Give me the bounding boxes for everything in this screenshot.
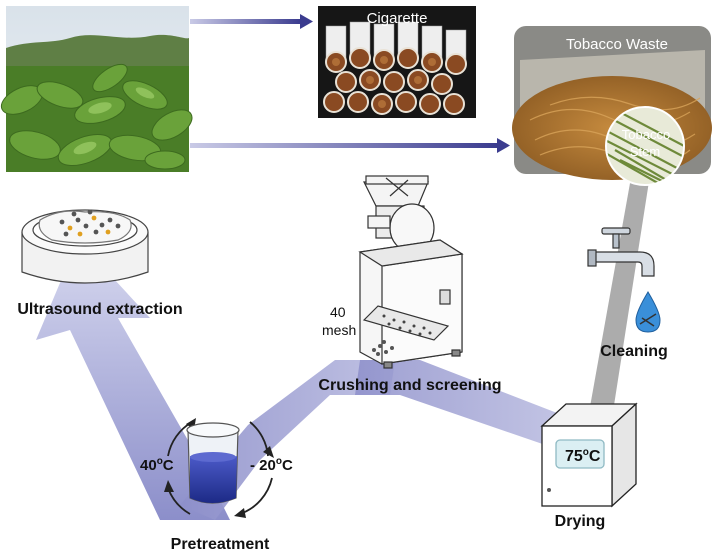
- ultrasound-extraction-label: Ultrasound extraction: [17, 301, 182, 318]
- water-drop-icon: [635, 291, 661, 333]
- mesh-value-label: 40: [330, 304, 346, 320]
- crushing-screening-label: Crushing and screening: [318, 377, 501, 394]
- mesh-unit-label: mesh: [322, 322, 356, 338]
- cigarette-label: Cigarette: [367, 10, 428, 27]
- arrow-field-to-cigarette: [190, 14, 313, 29]
- oven-temperature-value: 75oC: [565, 447, 601, 465]
- oven-icon: [540, 402, 638, 508]
- tobacco-stem-photo: [605, 106, 685, 186]
- pretreatment-hot-temp: 40oC: [140, 456, 174, 474]
- arrow-field-to-waste: [190, 138, 510, 153]
- tobacco-field-photo: [0, 6, 193, 172]
- tobacco-stem-label-line1: Tobacco: [622, 127, 670, 142]
- pretreatment-cold-temp: - 20oC: [250, 456, 293, 474]
- tobacco-waste-label: Tobacco Waste: [566, 36, 668, 53]
- cigarette-photo: [318, 6, 476, 118]
- faucet-icon: [587, 227, 655, 277]
- crusher-machine-icon: [358, 175, 464, 369]
- cleaning-label: Cleaning: [600, 343, 668, 360]
- drying-label: Drying: [555, 513, 606, 530]
- pretreatment-label: Pretreatment: [171, 536, 270, 553]
- tobacco-stem-label-line2: Stem: [630, 144, 660, 159]
- beaker-icon: [186, 422, 240, 504]
- ultrasound-bath-icon: [21, 209, 149, 284]
